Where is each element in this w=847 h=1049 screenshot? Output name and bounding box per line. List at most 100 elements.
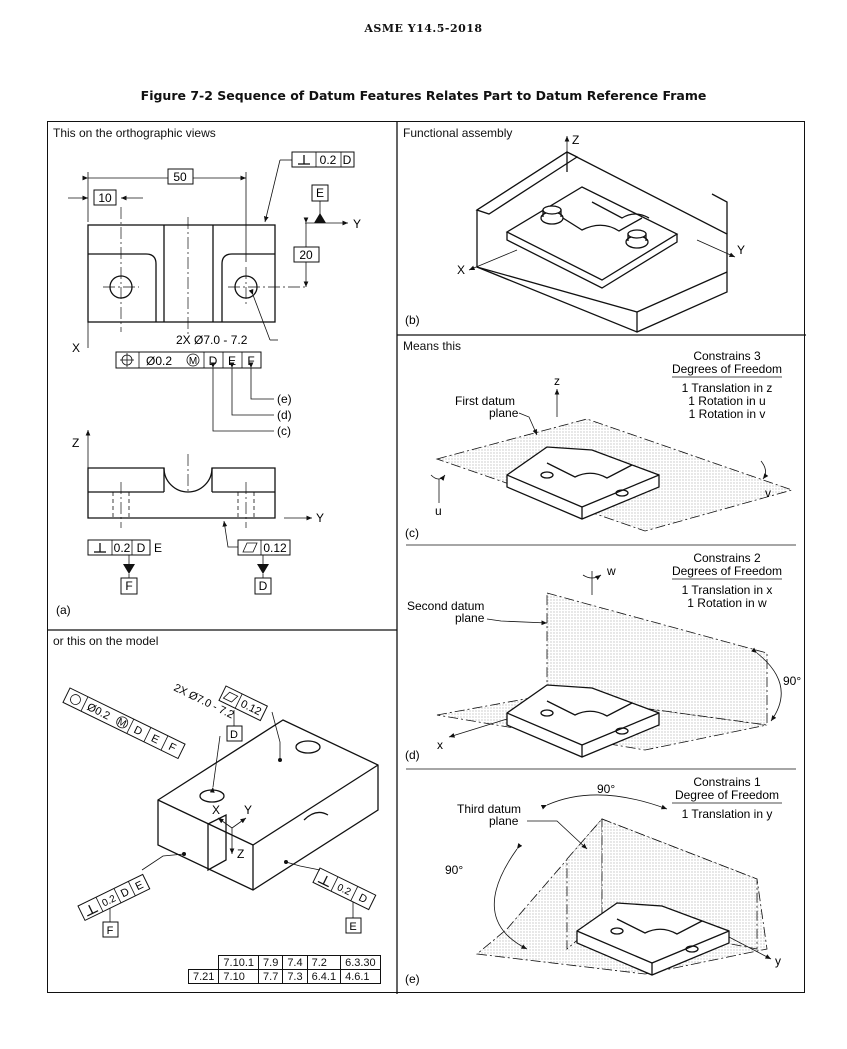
c-constr-line: 1 Rotation in v	[689, 407, 766, 421]
ref-cell: 7.7	[258, 969, 284, 984]
axis-z: Z	[72, 436, 79, 450]
ref-cell: 6.3.30	[340, 955, 381, 970]
dim-10: 10	[98, 191, 112, 205]
ref-row: 7.10.1 7.9 7.4 7.2 6.3.30	[189, 955, 381, 970]
model-perp-right-fcf: 0.2 D	[312, 867, 377, 911]
model-datum-e: E	[349, 921, 356, 933]
document-header: ASME Y14.5-2018	[364, 22, 483, 35]
pos-datum-2: E	[228, 354, 236, 368]
panel-heading: or this on the model	[53, 634, 159, 648]
d-constr-line: 1 Rotation in w	[687, 596, 767, 610]
model-pos-fcf: Ø0.2 M D E F	[62, 687, 186, 760]
panel-means-d: Constrains 2 Degrees of Freedom 1 Transl…	[397, 545, 806, 769]
e-angle-left: 90°	[445, 863, 463, 877]
dim-20: 20	[299, 248, 313, 262]
d-axis-w: w	[606, 564, 616, 578]
model-axis-x: X	[212, 803, 220, 817]
asm-axis-y: Y	[737, 243, 745, 257]
ref-cell: 7.2	[306, 955, 342, 970]
panel-heading: This on the orthographic views	[53, 126, 216, 140]
panel-heading: Means this	[403, 339, 462, 353]
frame-dividers	[48, 122, 806, 994]
e-plane-label: Third datum	[457, 802, 521, 816]
model-perp-left-d2: E	[134, 879, 146, 893]
lead-c: (c)	[277, 424, 291, 438]
c-plane-label-2: plane	[489, 406, 519, 420]
means-e-drawing: Constrains 1 Degree of Freedom 1 Transla…	[405, 775, 782, 986]
d-plane-label: Second datum	[407, 599, 484, 613]
model-drawing: X Y Z Ø0.2 M D E F 2X Ø7.0 - 7.2	[62, 682, 379, 938]
model-datum-f: F	[107, 925, 114, 937]
e-axis-y: y	[775, 954, 781, 968]
c-constr-line: 1 Rotation in u	[688, 394, 765, 408]
ref-cell: 7.9	[258, 955, 284, 970]
d-plane-label-2: plane	[455, 611, 485, 625]
iso-block	[157, 719, 379, 891]
pos-tol: Ø0.2	[146, 354, 172, 368]
panel-orthographic: This on the orthographic views 50	[48, 122, 397, 630]
flat-tol: 0.12	[263, 541, 287, 555]
asm-axis-z: Z	[572, 133, 579, 147]
ref-cell: 7.10	[218, 969, 260, 984]
ref-cell: 6.4.1	[306, 969, 342, 984]
hole-callout: 2X Ø7.0 - 7.2	[176, 333, 248, 347]
panel-label-a: (a)	[56, 603, 71, 617]
c-constr-title: Constrains 3	[693, 349, 761, 363]
d-axis-x: x	[437, 738, 443, 752]
dim-50: 50	[173, 170, 187, 184]
ref-cell: 7.21	[187, 969, 220, 984]
c-axis-z: z	[554, 374, 560, 388]
panel-assembly: Functional assembly Z X Y (b)	[397, 122, 806, 335]
model-perp-left-fcf: 0.2 D E	[77, 873, 151, 922]
model-pos-d3: F	[166, 741, 178, 755]
assembly-drawing: Z X Y (b)	[405, 133, 745, 333]
ref-cell: 7.3	[282, 969, 308, 984]
panel-label-b: (b)	[405, 313, 420, 327]
figure-title: Figure 7-2 Sequence of Datum Features Re…	[140, 88, 707, 103]
top-view-outline	[87, 224, 276, 323]
ref-cell: 7.4	[282, 955, 308, 970]
reference-table: 7.10.1 7.9 7.4 7.2 6.3.30 7.21 7.10 7.7 …	[187, 955, 381, 984]
right-pocket	[221, 253, 275, 322]
e-constr-line: 1 Translation in y	[682, 807, 773, 821]
d-angle: 90°	[783, 674, 801, 688]
c-plane-label: First datum	[455, 394, 515, 408]
perp-bottom-datum-1: D	[137, 541, 146, 555]
datum-d-label: D	[259, 579, 268, 593]
e-angle-top: 90°	[597, 782, 615, 796]
panel-label-e: (e)	[405, 972, 420, 986]
model-datum-d: D	[230, 729, 238, 741]
c-constr-line: 1 Translation in z	[682, 381, 773, 395]
model-pos-d2: E	[149, 732, 161, 746]
part-c	[506, 446, 660, 520]
panel-model: or this on the model X Y Z Ø	[48, 630, 397, 994]
d-constr-sub: Degrees of Freedom	[672, 564, 782, 578]
means-d-drawing: Constrains 2 Degrees of Freedom 1 Transl…	[405, 551, 801, 762]
panel-heading: Functional assembly	[403, 126, 513, 140]
part-d	[506, 684, 660, 758]
ref-cell: 4.6.1	[340, 969, 381, 984]
lead-d: (d)	[277, 408, 292, 422]
c-constr-sub: Degrees of Freedom	[672, 362, 782, 376]
means-c-drawing: Constrains 3 Degrees of Freedom 1 Transl…	[405, 349, 794, 540]
model-axis-z: Z	[237, 847, 244, 861]
panel-label-d: (d)	[405, 748, 420, 762]
axis-y-front: Y	[316, 511, 324, 525]
figure-frame: This on the orthographic views 50	[47, 121, 806, 994]
datum-e-label: E	[316, 186, 324, 200]
e-plane-label-2: plane	[489, 814, 519, 828]
model-flat-fcf: 0.12	[218, 685, 269, 722]
asm-axis-x: X	[457, 263, 465, 277]
e-constr-sub: Degree of Freedom	[675, 788, 779, 802]
panel-label-c: (c)	[405, 526, 419, 540]
pos-datum-3: F	[247, 354, 254, 368]
panel-means-e: Constrains 1 Degree of Freedom 1 Transla…	[397, 769, 806, 994]
model-axis-y: Y	[244, 803, 252, 817]
perp-bottom-tol: 0.2	[114, 541, 131, 555]
orthographic-drawing: 50 10 0.2 D E Y 20	[56, 151, 361, 617]
d-constr-line: 1 Translation in x	[682, 583, 773, 597]
ref-row: 7.21 7.10 7.7 7.3 6.4.1 4.6.1	[187, 969, 381, 984]
perp-bottom-datum-2: E	[154, 541, 162, 555]
datum-f-label: F	[125, 579, 132, 593]
hole-right	[295, 740, 321, 754]
